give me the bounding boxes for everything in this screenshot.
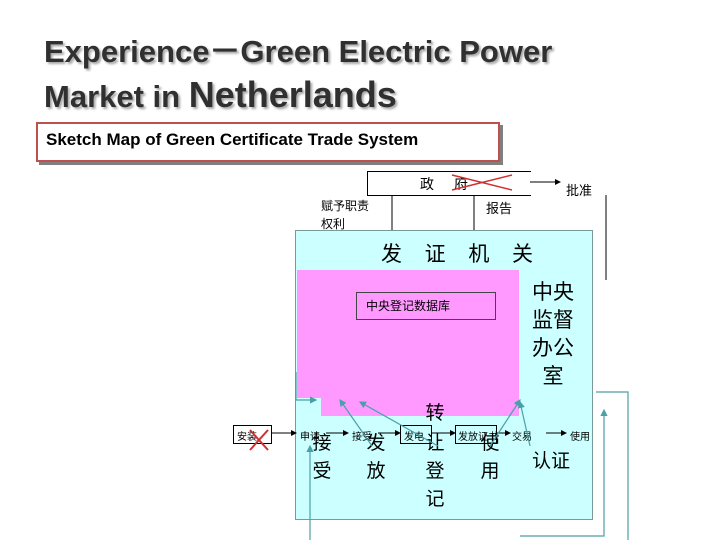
big-char-transfer-4: 记 xyxy=(425,488,445,510)
big-char-accept-1: 接 xyxy=(312,432,332,454)
cross-line-2 xyxy=(451,174,513,191)
big-char-accept-2: 受 xyxy=(312,460,332,482)
page-title-line2: Market in Netherlands xyxy=(44,74,397,116)
step-issue-cert: 发放证书 xyxy=(458,432,498,443)
central-db-area-bottom xyxy=(321,398,519,416)
big-char-transfer-3: 登 xyxy=(425,460,445,482)
flow-line-use xyxy=(489,398,521,447)
step-accept: 接受 xyxy=(352,432,372,443)
flow-line-issue xyxy=(339,399,373,447)
big-char-use-1: 使 xyxy=(480,432,500,454)
flow-line-transfer xyxy=(358,401,439,447)
approve-label: 批准 xyxy=(566,184,593,199)
issuing-office-title: 发 证 机 关 xyxy=(381,242,542,266)
grant-label-1: 赋予职责 xyxy=(321,199,370,213)
step-install: 安装 xyxy=(237,432,257,443)
step-use: 使用 xyxy=(570,432,590,443)
subtitle-box: Sketch Map of Green Certificate Trade Sy… xyxy=(36,122,500,162)
flow-line-bottom-right xyxy=(520,408,608,537)
install-cross-2 xyxy=(249,429,269,451)
central-db-box: 中央登记数据库 xyxy=(356,292,496,320)
big-char-transfer-2: 让 xyxy=(425,432,445,454)
central-db-label: 中央登记数据库 xyxy=(366,299,451,313)
supervision-office-label: 中央监督办公室 xyxy=(532,280,574,388)
government-label: 政 xyxy=(420,177,434,193)
page-title-line2-big: Netherlands xyxy=(188,74,397,115)
central-db-area xyxy=(297,270,519,398)
flow-line-right xyxy=(596,391,629,540)
step-generate: 发电 xyxy=(404,432,424,443)
step-box-install xyxy=(233,425,272,444)
page-title-line1: Experience－Green Electric Power xyxy=(44,34,553,69)
big-char-certify: 认证 xyxy=(532,450,571,472)
subtitle: Sketch Map of Green Certificate Trade Sy… xyxy=(46,130,419,149)
flow-line-left xyxy=(295,372,318,404)
flow-line-trade xyxy=(517,400,531,447)
big-char-issue-1: 发 xyxy=(366,432,386,454)
grant-label-2: 权利 xyxy=(321,217,346,231)
report-label: 报告 xyxy=(486,202,513,217)
step-trade: 交易 xyxy=(512,432,532,443)
step-apply: 申请 xyxy=(300,432,320,443)
big-char-issue-2: 放 xyxy=(366,460,386,482)
big-char-transfer-1: 转 xyxy=(425,402,445,424)
big-char-use-2: 用 xyxy=(480,460,500,482)
page-title-line2-pre: Market in xyxy=(44,79,189,114)
